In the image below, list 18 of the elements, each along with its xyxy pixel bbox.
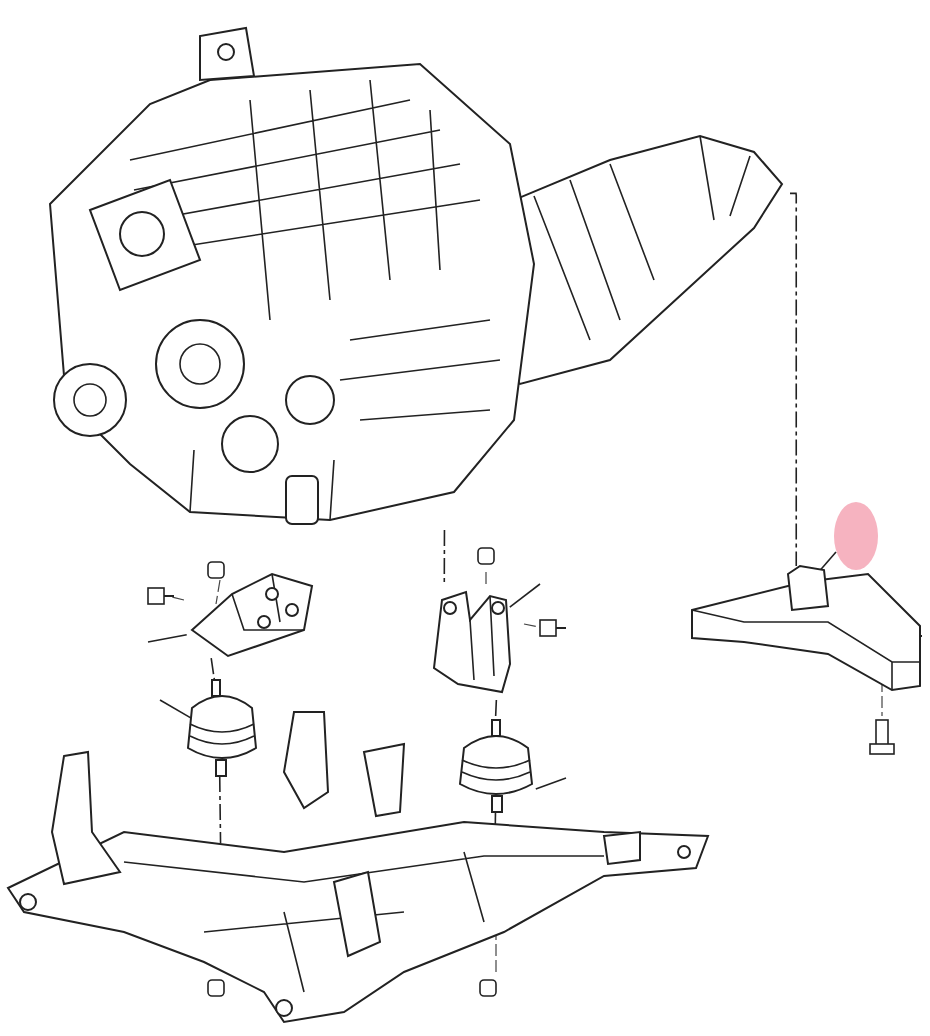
engine-transmission-drawing	[48, 26, 784, 525]
leader-line	[535, 777, 567, 790]
alignment-line	[494, 811, 497, 825]
alignment-line	[443, 529, 446, 585]
alignment-line	[494, 699, 498, 721]
alignment-line	[218, 775, 222, 844]
leader-line	[817, 551, 837, 574]
leader-line	[147, 634, 188, 643]
transmission-mount-drawing	[691, 564, 921, 692]
engine-mount-drawing	[459, 719, 533, 813]
engine-mount-bracket-drawing	[190, 572, 314, 658]
engine-mount-bracket-drawing	[432, 590, 511, 694]
engine-crossmember-drawing	[6, 711, 710, 1024]
alignment-line	[210, 657, 216, 681]
engine-mount-drawing	[187, 679, 257, 777]
leader-line	[509, 583, 541, 608]
leader-line	[159, 699, 193, 720]
alignment-line	[789, 192, 798, 567]
